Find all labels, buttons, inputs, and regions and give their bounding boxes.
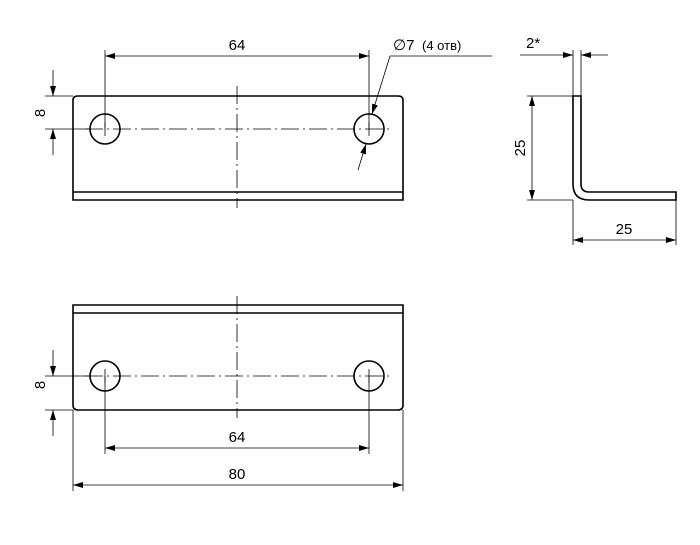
dim-overall-length: 80 xyxy=(229,466,246,483)
leader-line xyxy=(371,55,391,115)
dim-height: 25 xyxy=(512,140,529,157)
side-view: 2* 25 25 xyxy=(512,35,677,245)
bottom-view: 8 64 80 xyxy=(32,296,404,491)
dim-width: 25 xyxy=(616,221,633,238)
hole-diameter-label: ∅7 xyxy=(393,37,414,54)
top-view-outline xyxy=(72,95,404,201)
leader-line xyxy=(357,143,367,171)
dim-edge-to-hole: 8 xyxy=(32,109,49,117)
bottom-view-outline xyxy=(72,304,404,411)
dim-edge-to-hole: 8 xyxy=(32,381,49,389)
dim-hole-spacing: 64 xyxy=(229,429,246,446)
hole-count-label: (4 отв) xyxy=(422,38,461,53)
dim-thickness: 2* xyxy=(526,35,540,52)
dim-hole-spacing: 64 xyxy=(229,37,246,54)
angle-profile xyxy=(572,95,677,201)
top-view: 64 8 ∅7 (4 отв) xyxy=(32,37,492,208)
